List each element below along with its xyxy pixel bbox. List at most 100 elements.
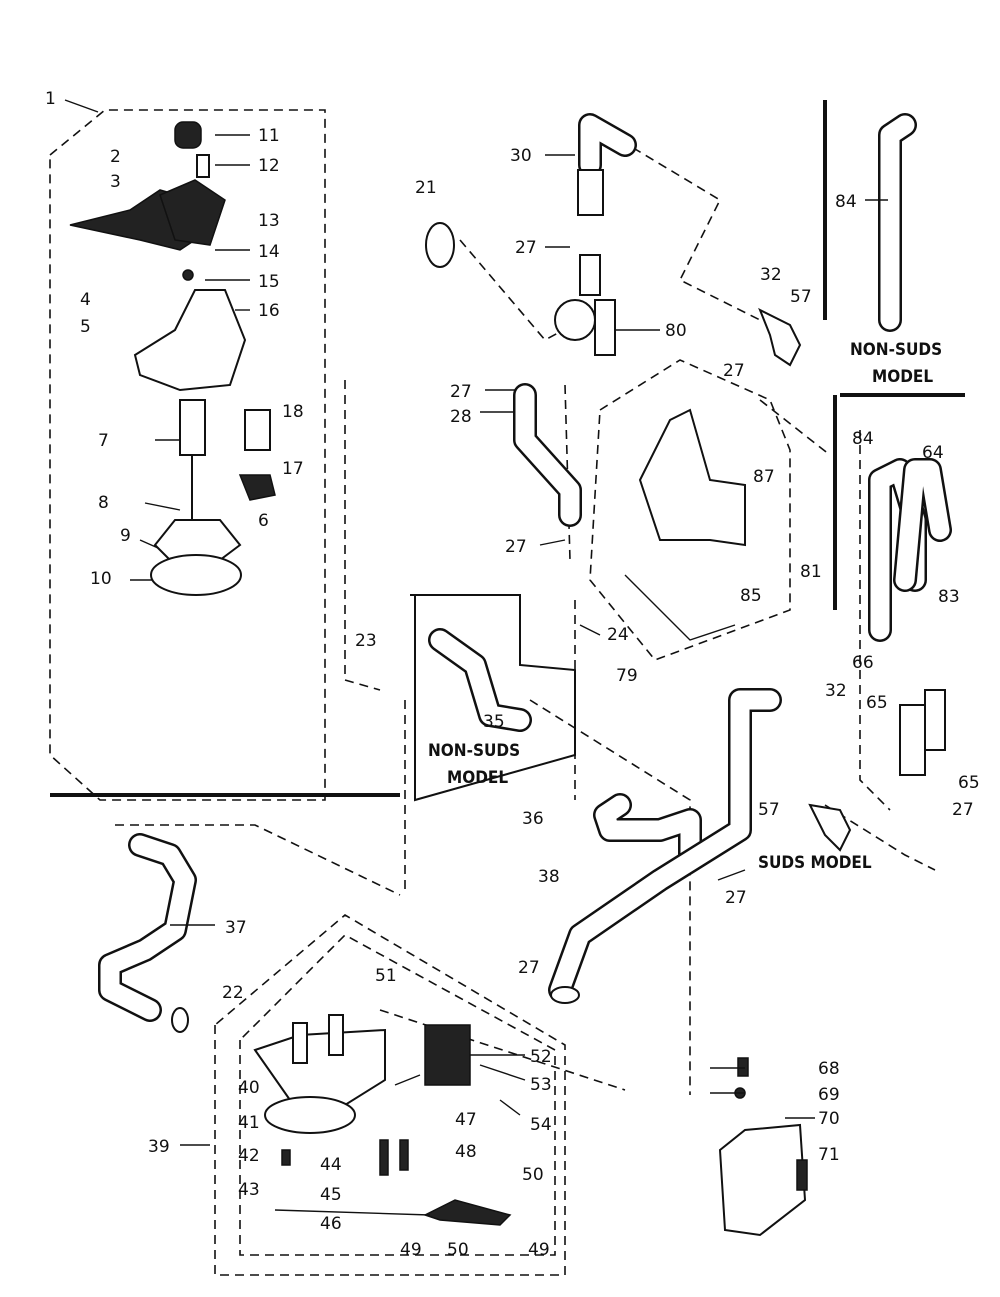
label-68: 68: [818, 1059, 840, 1079]
label-10: 10: [90, 569, 112, 589]
part-18-switch: [244, 409, 271, 451]
part-71-screw: [796, 1159, 808, 1191]
label-51: 51: [375, 966, 397, 986]
part-6-clip: [238, 474, 276, 501]
part-79-pump: [638, 408, 746, 547]
section-outlines: [49, 100, 965, 1276]
suds-bottom-dash: [824, 804, 936, 871]
part-11-cap: [174, 121, 202, 149]
part-41-gasket: [264, 1096, 356, 1134]
label-69: 69: [818, 1085, 840, 1105]
label-8: 8: [98, 493, 109, 513]
part-85-hose: [624, 574, 736, 641]
part-27-clamp-38: [550, 986, 580, 1004]
label-42: 42: [238, 1146, 260, 1166]
label-27-d: 27: [723, 361, 745, 381]
hose-57-dash: [759, 399, 831, 456]
label-17: 17: [282, 459, 304, 479]
label-27-f: 27: [725, 888, 747, 908]
label-5: 5: [80, 317, 91, 337]
label-43: 43: [238, 1180, 260, 1200]
label-6: 6: [258, 511, 269, 531]
label-18: 18: [282, 402, 304, 422]
label-28: 28: [450, 407, 472, 427]
label-52: 52: [530, 1047, 552, 1067]
label-24: 24: [607, 625, 629, 645]
bottom-inner-outline: [239, 934, 556, 1256]
part-30-lower: [577, 169, 604, 216]
label-50-a: 50: [522, 1165, 544, 1185]
label-14: 14: [258, 242, 280, 262]
label-27-c: 27: [505, 537, 527, 557]
label-2: 2: [110, 147, 121, 167]
part-65-right: [924, 689, 946, 751]
label-84-b: 84: [852, 429, 874, 449]
hose-36-dash: [529, 699, 691, 1095]
hose-37-dash: [115, 824, 401, 896]
hose-23-dash: [344, 380, 381, 691]
label-3: 3: [110, 172, 121, 192]
label-30: 30: [510, 146, 532, 166]
label-48: 48: [455, 1142, 477, 1162]
part-labels: 1 2 3 4 5 6 7 8 9 10 11 12 13 14 15 16 1…: [45, 89, 980, 1260]
label-70: 70: [818, 1109, 840, 1129]
label-65-b: 65: [958, 773, 980, 793]
part-54-impeller: [424, 1024, 471, 1086]
part-14-cam: [159, 179, 226, 246]
label-45: 45: [320, 1185, 342, 1205]
label-32-b: 32: [825, 681, 847, 701]
leader-lines: [64, 99, 888, 1216]
label-64: 64: [922, 443, 944, 463]
label-13: 13: [258, 211, 280, 231]
part-48-screw: [399, 1139, 409, 1171]
label-66: 66: [852, 653, 874, 673]
label-15: 15: [258, 272, 280, 292]
hose-30-dash: [619, 139, 761, 321]
part-5-housing: [133, 289, 247, 392]
part-12-spring: [196, 154, 210, 178]
label-16: 16: [258, 301, 280, 321]
label-27-b: 27: [450, 382, 472, 402]
part-65-left: [899, 704, 926, 776]
label-40: 40: [238, 1078, 260, 1098]
label-21: 21: [415, 178, 437, 198]
label-49-b: 49: [528, 1240, 550, 1260]
part-49-bracket: [423, 1199, 512, 1226]
pump-parts: [253, 1014, 808, 1237]
label-11: 11: [258, 126, 280, 146]
label-80: 80: [665, 321, 687, 341]
caption-non-suds-mid-2: MODEL: [447, 768, 508, 788]
pump-outline: [589, 359, 791, 661]
label-79: 79: [616, 666, 638, 686]
label-1: 1: [45, 89, 56, 109]
label-44: 44: [320, 1155, 342, 1175]
label-27-e: 27: [952, 800, 974, 820]
part-21-seal: [425, 222, 455, 268]
label-47: 47: [455, 1110, 477, 1130]
label-27-a: 27: [515, 238, 537, 258]
label-32-a: 32: [760, 265, 782, 285]
suds-dash: [859, 430, 891, 811]
label-57-b: 57: [758, 800, 780, 820]
label-4: 4: [80, 290, 91, 310]
label-65-a: 65: [866, 693, 888, 713]
part-40-inlet-b: [328, 1014, 344, 1056]
part-43-screw: [281, 1149, 291, 1166]
label-7: 7: [98, 431, 109, 451]
caption-suds-model: SUDS MODEL: [758, 853, 872, 873]
part-57-elbow: [758, 307, 802, 367]
bottom-assembly-outline: [214, 914, 566, 1276]
label-49-a: 49: [400, 1240, 422, 1260]
label-85: 85: [740, 586, 762, 606]
label-38: 38: [538, 867, 560, 887]
label-9: 9: [120, 526, 131, 546]
label-22: 22: [222, 983, 244, 1003]
part-7-plate: [179, 399, 206, 456]
part-80-stem: [579, 254, 601, 296]
label-12: 12: [258, 156, 280, 176]
caption-non-suds-mid-1: NON-SUDS: [428, 741, 520, 761]
label-37: 37: [225, 918, 247, 938]
part-22-clamp: [171, 1007, 189, 1033]
label-23: 23: [355, 631, 377, 651]
